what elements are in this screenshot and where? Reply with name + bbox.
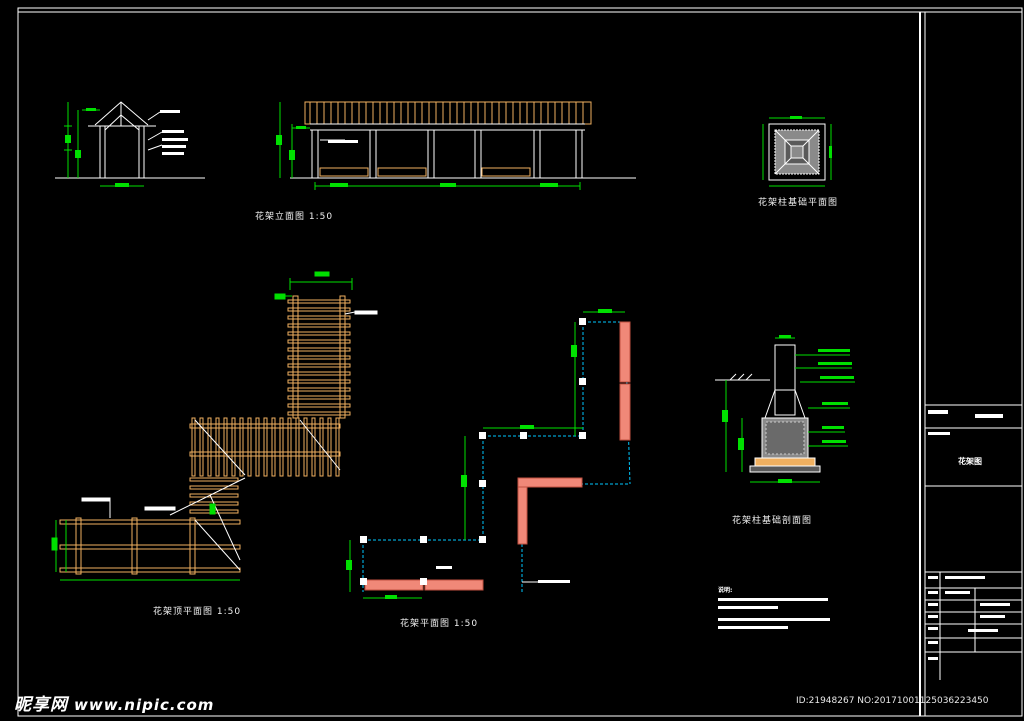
roof-slat — [271, 417, 276, 477]
title-block-drawing-name: 花架图 — [958, 457, 982, 466]
roof-slat — [191, 417, 196, 477]
roof-slat — [279, 417, 284, 477]
roof-slat — [311, 417, 316, 477]
drawing-frame — [17, 7, 1023, 717]
roof-slat — [287, 299, 351, 304]
title-block — [925, 404, 1022, 680]
roof-plan-label: 花架顶平面图 1:50 — [153, 607, 242, 617]
roof-slat — [287, 411, 351, 416]
roof-slat — [189, 477, 239, 482]
roof-slat — [287, 347, 351, 352]
roof-slat — [247, 417, 252, 477]
roof-slat — [189, 493, 239, 498]
roof-slat — [215, 417, 220, 477]
roof-slat — [287, 355, 351, 360]
roof-slat — [231, 417, 236, 477]
floor-plan — [346, 309, 631, 599]
watermark-brand: 昵享网 www.nipic.com — [14, 690, 214, 715]
roof-slat — [295, 417, 300, 477]
roof-slat — [287, 395, 351, 400]
section-label: 花架柱基础剖面图 — [732, 516, 813, 526]
roof-slat — [303, 417, 308, 477]
column-base-plan — [762, 116, 832, 187]
notes-block — [718, 598, 830, 629]
roof-slat — [287, 363, 351, 368]
roof-slat — [287, 339, 351, 344]
roof-slat — [319, 417, 324, 477]
roof-slat — [207, 417, 212, 477]
roof-slat — [287, 387, 351, 392]
watermark-url: www.nipic.com — [74, 696, 215, 714]
roof-slat — [287, 403, 351, 408]
roof-slat — [287, 379, 351, 384]
roof-slat — [327, 417, 332, 477]
roof-slat — [335, 417, 340, 477]
roof-slat — [287, 323, 351, 328]
roof-slat — [199, 417, 204, 477]
roof-slat — [287, 331, 351, 336]
roof-slat — [287, 315, 351, 320]
roof-plan-leaders — [81, 310, 378, 518]
watermark-id: ID:21948267 NO:20171001125036223450 — [796, 696, 989, 706]
roof-slat — [287, 417, 292, 477]
elevation-label: 花架立面图 1:50 — [255, 212, 334, 222]
roof-slat — [255, 417, 260, 477]
roof-slat — [287, 307, 351, 312]
roof-slat — [263, 417, 268, 477]
side-elevation — [55, 101, 205, 187]
watermark-brand-name: 昵享网 — [14, 695, 68, 715]
roof-slat — [189, 485, 239, 490]
roof-slat — [223, 417, 228, 477]
roof-plan — [59, 295, 351, 575]
floor-plan-label: 花架平面图 1:50 — [400, 619, 479, 629]
notes-heading: 说明: — [718, 587, 733, 594]
roof-plan-dims — [51, 271, 353, 581]
roof-slat — [287, 371, 351, 376]
front-elevation — [276, 101, 636, 190]
column-base-section — [715, 335, 855, 483]
roof-slat — [239, 417, 244, 477]
base-plan-label: 花架柱基础平面图 — [758, 198, 839, 208]
